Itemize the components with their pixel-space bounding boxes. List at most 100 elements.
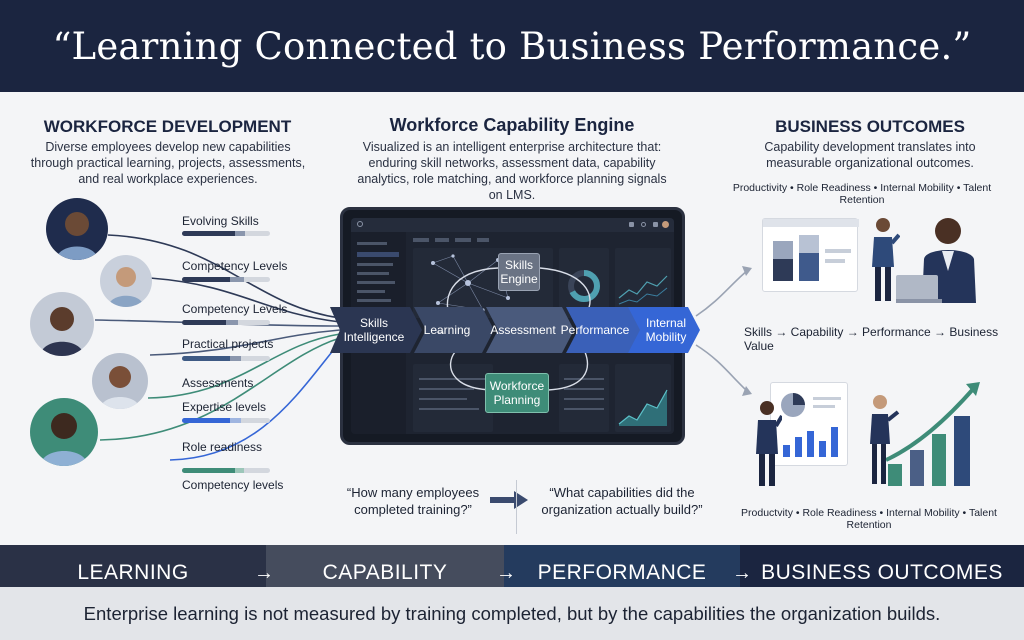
quote-before: “How many employees completed training?” xyxy=(346,485,480,517)
stage-arrow-icon: → xyxy=(732,562,752,584)
skill-label: Competency levels xyxy=(182,478,284,492)
dashboard-tabs xyxy=(413,238,533,242)
metrics-bottom: Productvity • Role Readiness • Internal … xyxy=(741,507,997,531)
skill-label: Expertise levels xyxy=(182,400,267,414)
business-outcomes-description: Capability development translates into m… xyxy=(764,140,976,170)
skill-progress-bar xyxy=(182,320,270,325)
sidebar-item[interactable] xyxy=(357,281,395,284)
trend-panel xyxy=(615,248,671,318)
person-icon xyxy=(40,413,88,466)
grid-icon[interactable] xyxy=(629,222,634,227)
stage-arrow-icon: → xyxy=(254,562,274,584)
connector-line xyxy=(695,344,749,393)
arrow-head xyxy=(742,386,752,396)
avatar[interactable] xyxy=(662,221,669,228)
business-outcomes-heading: BUSINESS OUTCOMES xyxy=(775,117,965,136)
laptop-user-figure-icon xyxy=(896,218,976,303)
connector-line xyxy=(695,269,749,317)
skill-label: Role readiness xyxy=(182,440,263,454)
person-icon xyxy=(108,267,144,307)
flow-step-learning[interactable]: Learning xyxy=(423,323,471,337)
employee-avatar xyxy=(92,353,148,409)
stage-capability: CAPABILITY xyxy=(266,545,504,587)
connector-line xyxy=(149,329,341,356)
tab[interactable] xyxy=(477,238,489,242)
bell-icon[interactable] xyxy=(653,222,658,227)
help-icon[interactable] xyxy=(641,222,646,227)
flow-step-shape xyxy=(628,307,700,353)
skill-label: Assessments xyxy=(182,376,254,390)
stage-business-outcomes: BUSINESS OUTCOMES xyxy=(740,545,1024,587)
capability-engine-heading: Workforce Capability Engine xyxy=(389,115,635,135)
sidebar-item[interactable] xyxy=(357,263,393,266)
sidebar-item[interactable] xyxy=(357,290,385,293)
employee-avatar xyxy=(30,292,94,356)
page-title: “Learning Connected to Business Performa… xyxy=(52,24,972,68)
presenter-figure-icon xyxy=(872,218,900,301)
skill-label: Evolving Skills xyxy=(182,214,259,228)
sidebar-item[interactable] xyxy=(357,272,389,275)
sidebar-item[interactable] xyxy=(357,299,391,302)
stage-arrow-icon: → xyxy=(496,562,516,584)
person-icon xyxy=(40,307,84,356)
dashboard-topbar xyxy=(351,218,674,232)
workforce-development-description: Diverse employees develop new capabiliti… xyxy=(30,140,306,186)
stage-bar: LEARNING CAPABILITY PERFORMANCE BUSINESS… xyxy=(0,545,1024,587)
flow-step-assessment[interactable]: Assessment xyxy=(490,323,556,337)
connector-line xyxy=(169,341,341,461)
arrow-head xyxy=(742,266,752,276)
flow-step-shape xyxy=(330,307,422,353)
connector-line xyxy=(149,277,341,323)
capability-engine-description: Visualized is an intelligent enterprise … xyxy=(357,140,667,202)
tab[interactable] xyxy=(435,238,449,242)
connector-line xyxy=(99,337,341,441)
person-icon xyxy=(100,366,140,409)
donut-chart-icon xyxy=(568,270,600,302)
capability-flow-strip xyxy=(330,307,700,353)
flow-step-internal-mobility[interactable]: Internal Mobility xyxy=(645,316,687,344)
flow-step-skills-intelligence[interactable]: Skills Intelligence xyxy=(343,316,405,344)
analyst-figure-icon xyxy=(756,401,782,486)
flow-step-shape xyxy=(566,307,648,353)
skill-progress-bar xyxy=(182,277,270,282)
stage-performance: PERFORMANCE xyxy=(504,545,740,587)
logo-icon xyxy=(357,221,363,227)
skill-progress-bar xyxy=(182,231,270,236)
title-banner: “Learning Connected to Business Performa… xyxy=(0,0,1024,92)
value-chain: Skills → Capability → Performance → Busi… xyxy=(744,325,999,353)
flow-arrow-icon: → xyxy=(434,323,446,337)
skill-progress-bar xyxy=(182,468,270,473)
employee-avatar xyxy=(46,198,108,260)
connector-line xyxy=(107,234,341,319)
employee-avatar xyxy=(30,398,98,466)
tab[interactable] xyxy=(413,238,429,242)
tab[interactable] xyxy=(455,238,471,242)
capability-panel xyxy=(413,364,493,432)
skill-label: Practical projects xyxy=(182,337,274,351)
skill-progress-bar xyxy=(182,356,270,361)
quote-arrow-icon xyxy=(490,491,528,509)
footer-statement: Enterprise learning is not measured by t… xyxy=(0,587,1024,640)
network-graph-icon xyxy=(431,254,510,312)
stage-learning: LEARNING xyxy=(0,545,266,587)
outcome-report-card xyxy=(762,218,859,292)
workforce-planning-node[interactable]: Workforce Planning xyxy=(485,373,549,413)
skill-label: Competency Levels xyxy=(182,259,288,273)
sidebar-item[interactable] xyxy=(357,252,399,257)
connector-line xyxy=(147,333,341,399)
flow-step-performance[interactable]: Performance xyxy=(560,323,630,337)
person-icon xyxy=(56,212,98,260)
outcome-dashboard-card xyxy=(770,382,848,466)
flow-step-shape xyxy=(486,307,574,353)
area-chart-icon xyxy=(618,389,668,426)
bar-chart-icon xyxy=(763,219,859,281)
pie-and-bar-icon xyxy=(781,393,841,457)
skill-label: Competency Levels xyxy=(182,302,288,316)
skills-engine-node[interactable]: Skills Engine xyxy=(498,253,540,291)
employee-avatar xyxy=(100,255,152,307)
growth-chart-figure-icon xyxy=(870,382,980,486)
line-chart-icon xyxy=(618,275,668,305)
workforce-development-heading: WORKFORCE DEVELOPMENT xyxy=(43,117,292,136)
sidebar-item[interactable] xyxy=(357,242,387,245)
